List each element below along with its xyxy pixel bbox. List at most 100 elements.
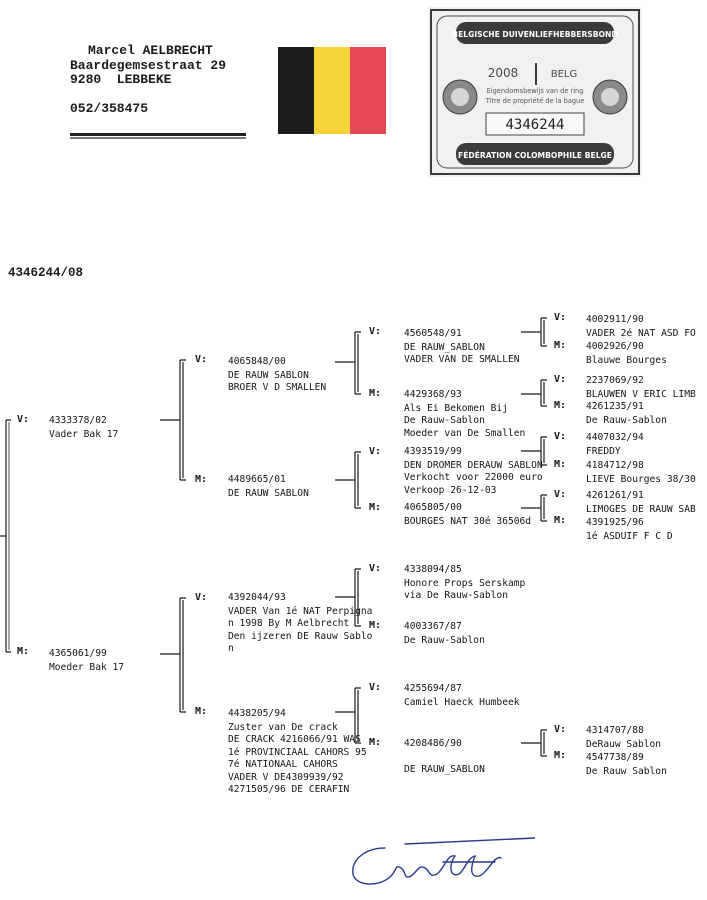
pedigree-note: Den ijzeren DE Rauw Sablo xyxy=(228,630,373,642)
label-sddd: M: xyxy=(554,515,567,526)
flag-stripe-black xyxy=(278,47,314,134)
ring-number: 2237069/92 xyxy=(586,375,644,386)
ring-number: 4547738/89 xyxy=(586,752,644,763)
label-ss: V: xyxy=(195,354,208,365)
pedigree-note: 1é ASDUIF F C D xyxy=(586,530,673,542)
label-sdsd: M: xyxy=(554,459,567,470)
owner-city: 9280 LEBBEKE xyxy=(70,72,172,87)
pedigree-number: 4346244/08 xyxy=(8,266,84,280)
ring-number: 4438205/94 xyxy=(228,708,286,719)
label-ssds: V: xyxy=(554,374,567,385)
pedigree-note: n 1998 By M Aelbrecht xyxy=(228,618,350,629)
ring-number: 4002926/90 xyxy=(586,341,644,352)
ring-number: 4261261/91 xyxy=(586,490,644,501)
ring-number: 4392044/93 xyxy=(228,592,286,603)
ring-number: 4429368/93 xyxy=(404,389,462,400)
pedigree-note: De Rauw Sablon xyxy=(586,765,667,777)
ring-number: 4065848/00 xyxy=(228,356,286,367)
label-sire: V: xyxy=(17,414,30,425)
pedigree-note: De Rauw-Sablon xyxy=(404,634,485,646)
pedigree-note: Blauwe Bourges xyxy=(586,354,667,366)
pedigree-note: De Rauw-Sablon xyxy=(586,414,667,426)
divider-line-shadow xyxy=(70,137,246,139)
label-dddd: M: xyxy=(554,750,567,761)
pedigree-note: VADER 2é NAT ASD FO xyxy=(586,327,696,339)
label-ssd: M: xyxy=(369,388,382,399)
label-sds: V: xyxy=(369,446,382,457)
owner-street: Baardegemsestraat 29 xyxy=(70,57,227,73)
pedigree-note: Zuster van De crack xyxy=(228,721,338,733)
bracket-gen4-sss xyxy=(540,317,547,347)
bracket-gen3-ss xyxy=(354,331,361,395)
bracket-gen3-sd xyxy=(354,451,361,509)
ring-card-year: 2008 xyxy=(488,66,519,80)
label-sd: M: xyxy=(195,474,208,485)
pedigree-note: FREDDY xyxy=(586,445,621,457)
ring-number: 4365061/99 xyxy=(49,648,107,659)
pedigree-note: DE RAUW_SABLON xyxy=(404,764,485,775)
ring-card-bottom-text: FÉDÉRATION COLOMBOPHILE BELGE xyxy=(458,151,612,160)
ring-number: 4489665/01 xyxy=(228,474,286,485)
ring-number: 4338094/85 xyxy=(404,564,462,575)
owner-phone: 052/358475 xyxy=(70,100,149,116)
ring-number: 4208486/90 xyxy=(404,738,462,749)
pedigree-note: Verkocht voor 22000 euro xyxy=(404,472,543,483)
ring-card-graphic: BELGISCHE DUIVENLIEFHEBBERSBOND 2008 BEL… xyxy=(430,9,640,175)
pedigree-note xyxy=(404,752,485,765)
label-dd: M: xyxy=(195,706,208,717)
pedigree-note: Honore Props Serskamp xyxy=(404,577,526,589)
bracket-gen4-ssd xyxy=(540,379,547,407)
owner-block: Marcel AELBRECHT Baardegemsestraat 29 92… xyxy=(70,43,227,116)
bracket-gen4-ddd xyxy=(540,729,547,757)
ring-number: 4333378/02 xyxy=(49,415,107,426)
label-sdds: V: xyxy=(554,489,567,500)
ring-card-top-text: BELGISCHE DUIVENLIEFHEBBERSBOND xyxy=(452,30,617,39)
bracket-gen3-dd xyxy=(354,687,361,744)
ring-number: 4255694/87 xyxy=(404,683,462,694)
pedigree-note: BOURGES NAT 30é 36506d xyxy=(404,515,532,527)
pedigree-note: Verkoop 26-12-03 xyxy=(404,484,497,496)
divider-line xyxy=(70,133,246,136)
pedigree-note: BROER V D SMALLEN xyxy=(228,382,327,393)
pedigree-note: DE RAUW SABLON xyxy=(228,369,309,381)
ring-number: 4391925/96 xyxy=(586,517,644,528)
pedigree-note: VADER V DE4309939/92 xyxy=(228,771,344,783)
pedigree-note: VADER VAN DE SMALLEN xyxy=(404,354,520,365)
label-ssss: V: xyxy=(554,312,567,323)
label-dam: M: xyxy=(17,646,30,657)
pedigree-note: De Rauw-Sablon xyxy=(404,415,485,426)
ring-number: 4184712/98 xyxy=(586,460,644,471)
pedigree-note: Moeder van De Smallen xyxy=(404,427,526,439)
label-sdss: V: xyxy=(554,431,567,442)
label-dds: V: xyxy=(369,682,382,693)
ring-number: 4407032/94 xyxy=(586,432,644,443)
pedigree-note: DeRauw Sablon xyxy=(586,738,662,750)
bracket-gen2-sire xyxy=(179,359,186,481)
ring-card-country: BELG xyxy=(551,69,578,80)
label-ddd: M: xyxy=(369,737,382,748)
pedigree-note: DE RAUW SABLON xyxy=(228,487,309,499)
label-dss: V: xyxy=(369,563,382,574)
pedigree-note: 4271505/96 DE CERAFIN xyxy=(228,784,350,795)
flag-stripe-red xyxy=(350,47,386,134)
ring-card-number: 4346244 xyxy=(505,117,564,133)
pedigree-note: n xyxy=(228,643,234,654)
pedigree-note: VADER Van 1é NAT Perpigna xyxy=(228,605,373,617)
pedigree-note: DE RAUW_SABLON xyxy=(404,341,485,353)
bracket-gen2-dam xyxy=(179,597,186,713)
ring-number: 4261235/91 xyxy=(586,401,644,412)
